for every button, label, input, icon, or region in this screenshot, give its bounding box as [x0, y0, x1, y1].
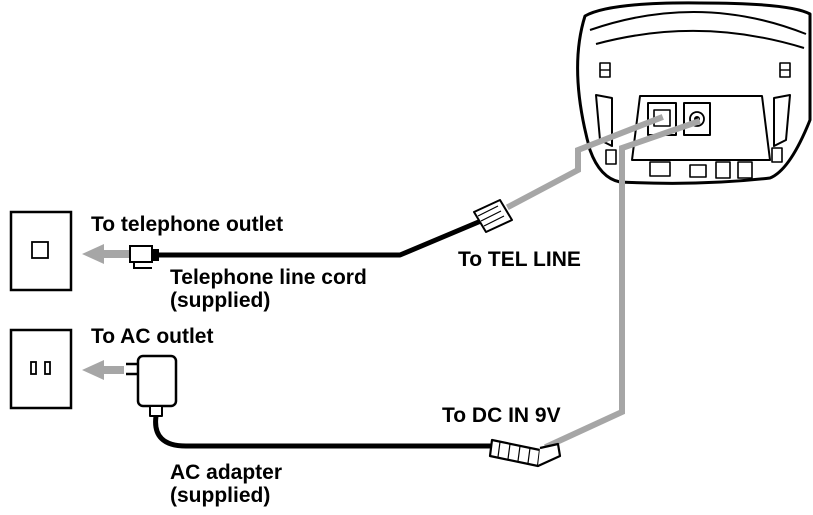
- modular-plug-left: [129, 245, 159, 269]
- telephone-line-cord-label: Telephone line cord: [170, 266, 367, 289]
- ac-slot-icon: [30, 361, 37, 375]
- dc-plug: [488, 438, 562, 468]
- to-ac-outlet-label: To AC outlet: [91, 325, 214, 348]
- ac-slot-icon: [44, 361, 51, 375]
- telephone-line-cord: [158, 215, 489, 258]
- modular-plug-right: [473, 199, 513, 233]
- base-unit: [576, 1, 812, 185]
- dc-in-leader: [544, 118, 701, 450]
- leader-lines: [505, 114, 701, 450]
- ac-adapter-note: (supplied): [170, 484, 271, 507]
- telephone-arrow-icon: [82, 244, 132, 264]
- ac-adapter-label: AC adapter: [170, 461, 283, 484]
- ac-outlet: [9, 328, 73, 410]
- telephone-line-cord-note: (supplied): [170, 289, 271, 312]
- ac-adapter: [126, 354, 178, 417]
- phone-jack-icon: [31, 241, 49, 259]
- to-tel-line-label: To TEL LINE: [458, 248, 581, 271]
- to-dc-in-label: To DC IN 9V: [442, 404, 561, 427]
- ac-arrow-icon: [82, 360, 124, 380]
- telephone-outlet: [9, 210, 73, 292]
- tel-line-leader: [505, 114, 664, 211]
- ac-adapter-cord: [153, 415, 494, 449]
- to-telephone-outlet-label: To telephone outlet: [91, 213, 284, 236]
